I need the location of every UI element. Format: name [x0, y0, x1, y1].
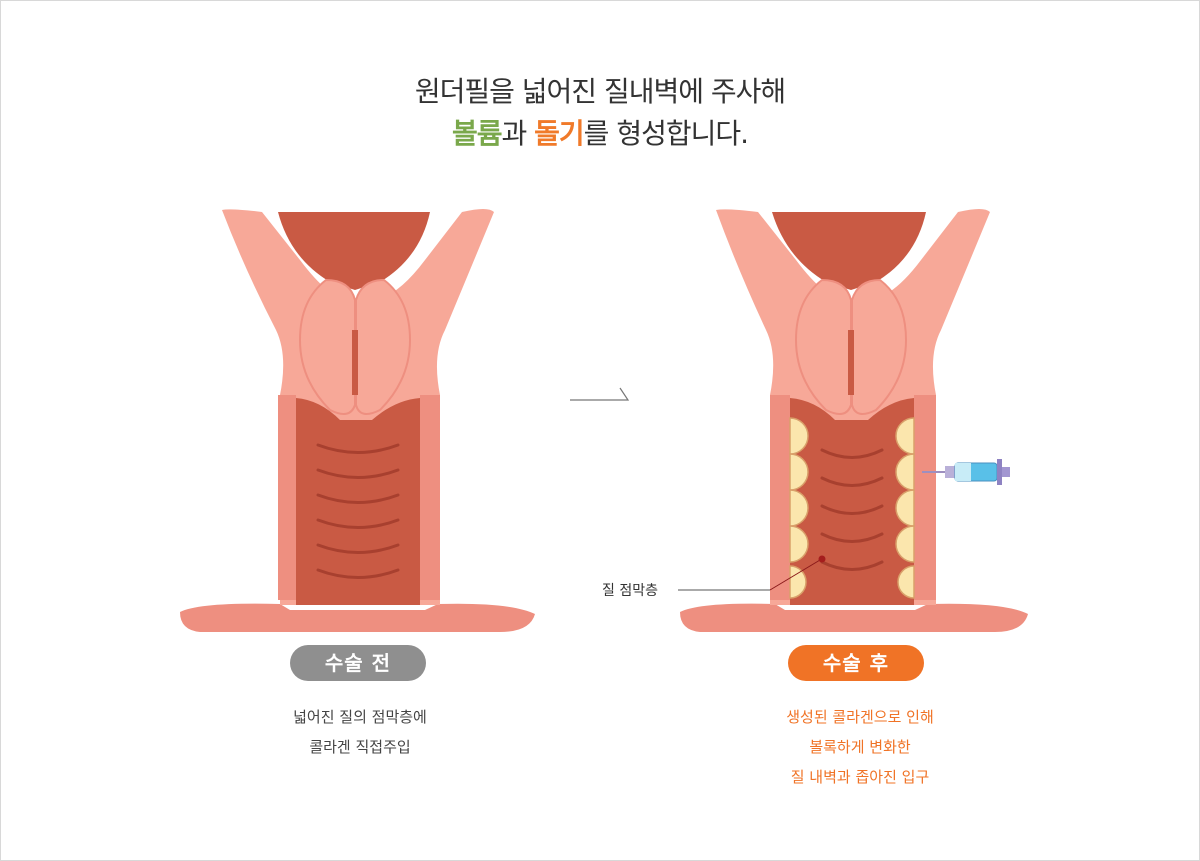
heading-highlight-protrusion: 돌기 [534, 117, 585, 150]
before-desc-line-1: 넓어진 질의 점막층에 [293, 708, 427, 726]
canal-ridges-after [820, 448, 884, 571]
heading-highlight-volume: 볼륨 [451, 117, 503, 150]
mucosa-callout-line [678, 555, 826, 591]
after-desc-line-1: 생성된 콜라겐으로 인해 [786, 708, 934, 726]
mucosa-label: 질 점막층 [602, 583, 658, 599]
heading-text: 원더필을 넓어진 질내벽에 주사해 [414, 75, 786, 108]
heading-line-2: 볼륨과 돌기를 형성합니다. [0, 112, 1200, 152]
before-badge: 수술 전 [290, 645, 426, 681]
after-anatomy [678, 209, 1028, 632]
after-badge: 수술 후 [788, 645, 924, 681]
collagen-filler-deposits [789, 417, 915, 599]
before-desc-line-2: 콜라겐 직접주입 [309, 738, 411, 756]
after-desc-line-2: 볼록하게 변화한 [809, 738, 911, 756]
before-description: 넓어진 질의 점막층에 콜라겐 직접주입 [230, 702, 490, 762]
heading-suffix: 를 형성합니다. [583, 117, 749, 150]
after-description: 생성된 콜라겐으로 인해 볼록하게 변화한 질 내벽과 좁아진 입구 [730, 702, 990, 792]
after-desc-line-3: 질 내벽과 좁아진 입구 [790, 768, 930, 786]
arrow-icon [570, 387, 630, 401]
before-anatomy [180, 209, 535, 632]
heading-connector: 과 [501, 117, 535, 150]
canal-ridges [316, 443, 400, 579]
heading-line-1: 원더필을 넓어진 질내벽에 주사해 [0, 70, 1200, 110]
syringe-icon [922, 459, 1010, 485]
